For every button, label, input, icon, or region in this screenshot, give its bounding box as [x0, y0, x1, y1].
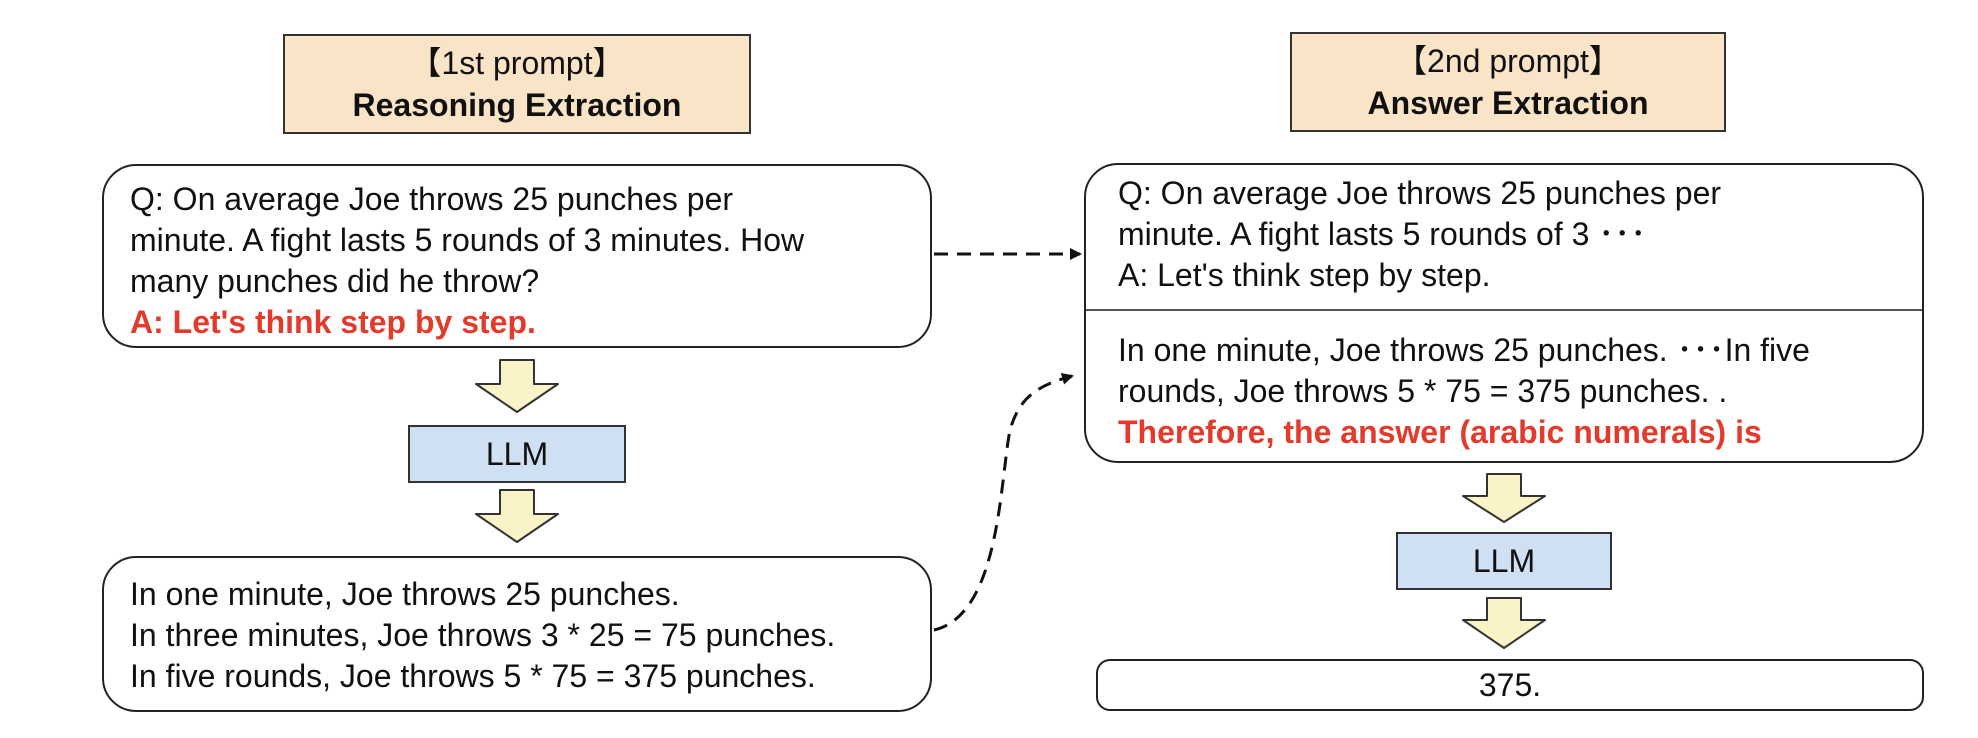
right-prompt-top-line-1: Q: On average Joe throws 25 punches per: [1118, 175, 1722, 211]
dashed-arrow-reasoning: [933, 372, 1074, 632]
right-prompt-top: Q: On average Joe throws 25 punches per …: [1086, 165, 1922, 309]
right-prompt-top-line-2: minute. A fight lasts 5 rounds of 3 ･･･: [1118, 216, 1647, 252]
right-down-arrow-2: [1462, 597, 1546, 649]
right-prompt-divider: [1086, 309, 1922, 311]
left-down-arrow-2: [475, 489, 559, 543]
left-output-line-1: In one minute, Joe throws 25 punches.: [130, 576, 680, 612]
left-down-arrow-1: [475, 359, 559, 413]
right-prompt-bottom-line-2: rounds, Joe throws 5 * 75 = 375 punches.…: [1118, 373, 1728, 409]
right-header-bracket: 【2nd prompt】: [1395, 43, 1621, 79]
left-question-line-2: minute. A fight lasts 5 rounds of 3 minu…: [130, 222, 805, 258]
left-header-bracket: 【1st prompt】: [409, 45, 625, 81]
right-answer-box: 375.: [1096, 659, 1924, 711]
right-trigger-text: Therefore, the answer (arabic numerals) …: [1118, 414, 1762, 450]
right-llm-box: LLM: [1396, 532, 1612, 590]
left-question-line-1: Q: On average Joe throws 25 punches per: [130, 181, 734, 217]
left-output-line-2: In three minutes, Joe throws 3 * 25 = 75…: [130, 617, 836, 653]
right-prompt-bottom-line-1: In one minute, Joe throws 25 punches. ･･…: [1118, 332, 1810, 368]
right-llm-label: LLM: [1472, 542, 1536, 579]
left-question-panel: Q: On average Joe throws 25 punches per …: [102, 164, 932, 348]
right-header: 【2nd prompt】 Answer Extraction: [1290, 32, 1726, 132]
right-prompt-top-line-3: A: Let's think step by step.: [1118, 257, 1491, 293]
left-question-line-3: many punches did he throw?: [130, 263, 540, 299]
left-llm-label: LLM: [485, 435, 549, 472]
left-trigger-text: A: Let's think step by step.: [130, 304, 536, 340]
left-output-line-3: In five rounds, Joe throws 5 * 75 = 375 …: [130, 658, 816, 694]
left-output-panel: In one minute, Joe throws 25 punches. In…: [102, 556, 932, 712]
left-header-title: Reasoning Extraction: [352, 87, 682, 123]
left-llm-box: LLM: [408, 425, 626, 483]
right-header-title: Answer Extraction: [1367, 85, 1649, 121]
right-prompt-panel: Q: On average Joe throws 25 punches per …: [1084, 163, 1924, 463]
right-answer-text: 375.: [1478, 666, 1542, 703]
right-prompt-bottom: In one minute, Joe throws 25 punches. ･･…: [1086, 311, 1922, 453]
left-header: 【1st prompt】 Reasoning Extraction: [283, 34, 751, 134]
right-down-arrow-1: [1462, 473, 1546, 523]
